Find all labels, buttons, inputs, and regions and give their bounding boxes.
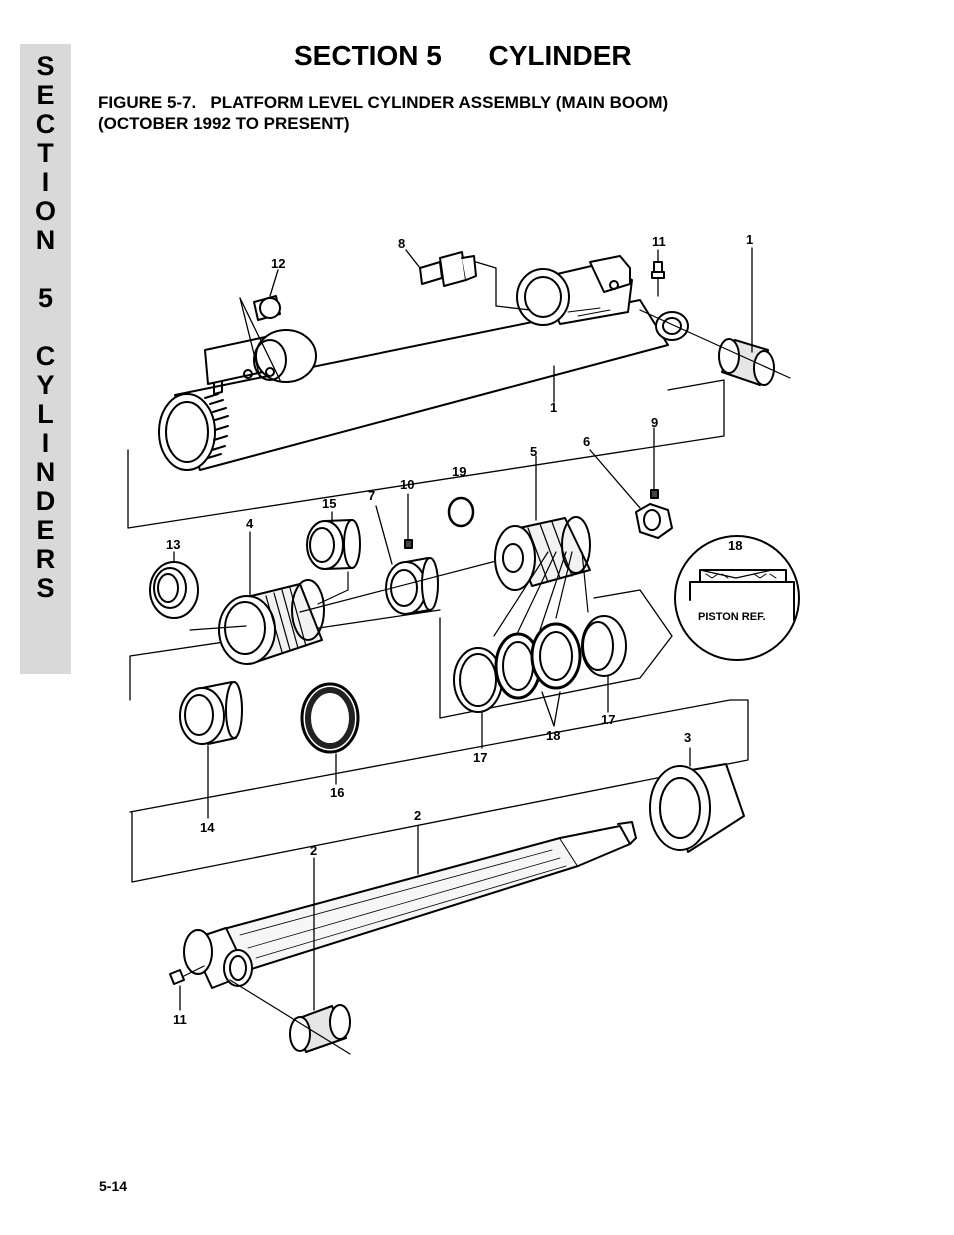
callout-4: 4: [246, 516, 254, 531]
side-letter: I: [41, 167, 50, 197]
piston: [494, 455, 591, 591]
callout-5: 5: [530, 444, 537, 459]
spacer: [299, 493, 501, 615]
side-letter: E: [36, 515, 55, 545]
page-number: 5-14: [99, 1178, 128, 1194]
callout-19: 19: [452, 464, 466, 479]
head-bushing: [179, 681, 243, 819]
side-tab-letters: S E C T I O N 5 C Y L I N D E R S: [20, 52, 71, 603]
callout-3: 3: [684, 730, 691, 745]
side-letter: T: [37, 138, 54, 168]
callout-18: 18: [728, 538, 742, 553]
piston-rod: [183, 821, 637, 989]
callout-14: 14: [200, 820, 215, 835]
callout-17: 17: [601, 712, 615, 727]
callout-7: 7: [368, 488, 375, 503]
piston-seal-set: [453, 615, 627, 749]
wiper: [149, 551, 199, 619]
section-title: SECTION 5 CYLINDER: [294, 40, 632, 72]
callout-11: 11: [652, 234, 666, 249]
callout-6: 6: [583, 434, 590, 449]
side-letter: D: [35, 486, 56, 516]
grease-fitting-lower: [169, 965, 205, 1011]
side-letter: C: [35, 341, 56, 371]
side-letter: R: [35, 544, 56, 574]
side-letter: N: [35, 225, 56, 255]
callout-2: 2: [310, 843, 317, 858]
cylinder-head: [189, 531, 325, 665]
callout-1: 1: [550, 400, 557, 415]
side-letter: C: [35, 109, 56, 139]
side-letter: S: [36, 573, 55, 603]
plug: [239, 269, 281, 381]
side-letter: S: [36, 51, 55, 81]
side-letter: 5: [37, 283, 54, 313]
side-letter: L: [37, 399, 54, 429]
section-side-tab: S E C T I O N 5 C Y L I N D E R S: [20, 44, 71, 674]
figure-caption-line1: FIGURE 5-7. PLATFORM LEVEL CYLINDER ASSE…: [98, 93, 669, 112]
rod-seal: [300, 682, 360, 785]
callout-9: 9: [651, 415, 658, 430]
rod-nut: [649, 747, 745, 853]
side-letter: Y: [36, 370, 55, 400]
side-letter: O: [34, 196, 56, 226]
piston-ref-label: PISTON REF.: [698, 611, 766, 623]
callout-15: 15: [322, 496, 336, 511]
o-ring: [447, 496, 475, 528]
callout-11: 11: [173, 1012, 187, 1027]
bushing-15: [306, 511, 361, 605]
callout-13: 13: [166, 537, 180, 552]
section-name: CYLINDER: [488, 40, 632, 71]
side-letter: I: [41, 428, 50, 458]
side-letter: N: [35, 457, 56, 487]
figure-caption: FIGURE 5-7. PLATFORM LEVEL CYLINDER ASSE…: [98, 92, 668, 134]
piston-ref-inset: [674, 535, 800, 661]
callout-16: 16: [330, 785, 344, 800]
valve-cartridge: [405, 249, 531, 311]
grease-fitting-top: [651, 249, 665, 297]
callout-12: 12: [271, 256, 285, 271]
callout-17: 17: [473, 750, 487, 765]
callout-8: 8: [398, 236, 405, 251]
callout-1: 1: [746, 232, 753, 247]
side-letter: E: [36, 80, 55, 110]
figure-caption-line2: (OCTOBER 1992 TO PRESENT): [98, 114, 350, 133]
bushing-right: [639, 247, 791, 386]
barrel: [158, 255, 689, 471]
lock-nut: [589, 427, 673, 539]
callout-10: 10: [400, 477, 414, 492]
callout-18: 18: [546, 728, 560, 743]
section-number: SECTION 5: [294, 40, 442, 71]
callout-2: 2: [414, 808, 421, 823]
bushing-lower: [229, 857, 351, 1055]
